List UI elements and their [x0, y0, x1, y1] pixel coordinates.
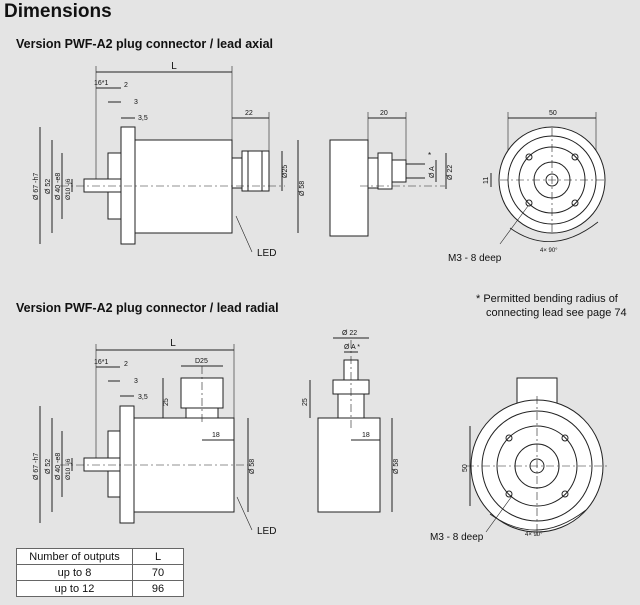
table-header-row: Number of outputs L	[16, 548, 184, 565]
label-L-radial: L	[170, 338, 176, 349]
label-18-radial: 18	[212, 432, 220, 439]
label-25-radial: 25	[163, 398, 170, 406]
label-35-axial: 3,5	[138, 115, 148, 122]
label-dia58-lead-radial: Ø 58	[393, 459, 400, 474]
axial-housing	[134, 139, 233, 234]
bending-radius-note: * Permitted bending radius of connecting…	[476, 292, 627, 320]
label-2-axial: 2	[124, 82, 128, 89]
radial-lead-detail	[309, 337, 393, 513]
axial-flange	[120, 126, 136, 245]
label-dia10-radial: Ø10 -j6	[65, 458, 72, 480]
label-35-radial: 3,5	[138, 394, 148, 401]
label-18-lead-radial: 18	[362, 432, 370, 439]
label-angle-radial: 4× 90°	[525, 532, 543, 538]
header-L: L	[132, 548, 184, 565]
label-led-axial: LED	[257, 248, 276, 259]
radial-side-view	[39, 344, 253, 531]
outputs-table: Number of outputs L up to 8 70 up to 12 …	[16, 548, 184, 597]
label-11-axial: 11	[483, 177, 490, 184]
led-leader-axial	[235, 215, 253, 253]
label-m3-axial: M3 - 8 deep	[448, 253, 502, 264]
label-L-axial: L	[171, 61, 177, 72]
label-dia67-axial: Ø 67 -h7	[33, 173, 40, 200]
row-outputs: up to 8	[16, 564, 133, 581]
label-angle-axial: 4× 90°	[540, 248, 558, 254]
label-50-axial: 50	[549, 110, 557, 117]
radial-shaft	[83, 457, 121, 472]
axial-shaft	[83, 178, 122, 193]
row-outputs: up to 12	[16, 580, 133, 597]
label-dia22-axial: Ø 22	[447, 165, 454, 180]
radial-flange	[119, 405, 135, 524]
label-led-radial: LED	[257, 526, 276, 537]
row-L: 96	[132, 580, 184, 597]
label-diaA-axial: Ø A	[429, 166, 436, 178]
label-diaA-radial: Ø A *	[344, 344, 360, 351]
label-dia40-axial: Ø 40 -e8	[55, 173, 62, 200]
axial-plug-connector	[241, 150, 270, 192]
label-50-radial: 50	[462, 464, 469, 472]
label-dia10-axial: Ø10 -j6	[65, 178, 72, 200]
label-dia58-axial: Ø 58	[299, 181, 306, 196]
section-title-axial: Version PWF-A2 plug connector / lead axi…	[16, 37, 274, 51]
page-title: Dimensions	[4, 1, 112, 22]
label-dia67-radial: Ø 67 -h7	[33, 453, 40, 480]
label-3-radial: 3	[134, 378, 138, 385]
axial-connector-base	[231, 157, 243, 189]
label-D25-radial: D25	[195, 358, 208, 365]
header-outputs: Number of outputs	[16, 548, 133, 565]
label-22-axial: 22	[245, 110, 253, 117]
table-row: up to 8 70	[16, 564, 184, 581]
label-3-axial: 3	[134, 99, 138, 106]
radial-end-view	[466, 377, 608, 536]
label-2-radial: 2	[124, 361, 128, 368]
label-dia22-radial: Ø 22	[342, 330, 357, 337]
axial-side-view	[39, 66, 299, 253]
label-star-axial: *	[428, 151, 431, 160]
label-dia58-radial: Ø 58	[249, 459, 256, 474]
note-line-2: connecting lead see page 74	[486, 307, 627, 319]
label-16-radial: 16*1	[94, 359, 109, 366]
label-dia40-radial: Ø 40 -e8	[55, 453, 62, 480]
label-16-axial: 16*1	[94, 80, 109, 87]
label-20-axial: 20	[380, 110, 388, 117]
note-line-1: * Permitted bending radius of	[476, 293, 618, 305]
label-dia52-axial: Ø 52	[45, 179, 52, 194]
section-title-radial: Version PWF-A2 plug connector / lead rad…	[16, 301, 279, 315]
label-m3-radial: M3 - 8 deep	[430, 532, 484, 543]
table-row: up to 12 96	[16, 580, 184, 597]
label-dia52-radial: Ø 52	[45, 459, 52, 474]
label-dia25-axial: Ø25	[282, 165, 289, 178]
axial-end-view	[490, 112, 606, 245]
axial-lead-detail	[329, 112, 447, 237]
row-L: 70	[132, 564, 184, 581]
label-25-lead-radial: 25	[302, 398, 309, 406]
